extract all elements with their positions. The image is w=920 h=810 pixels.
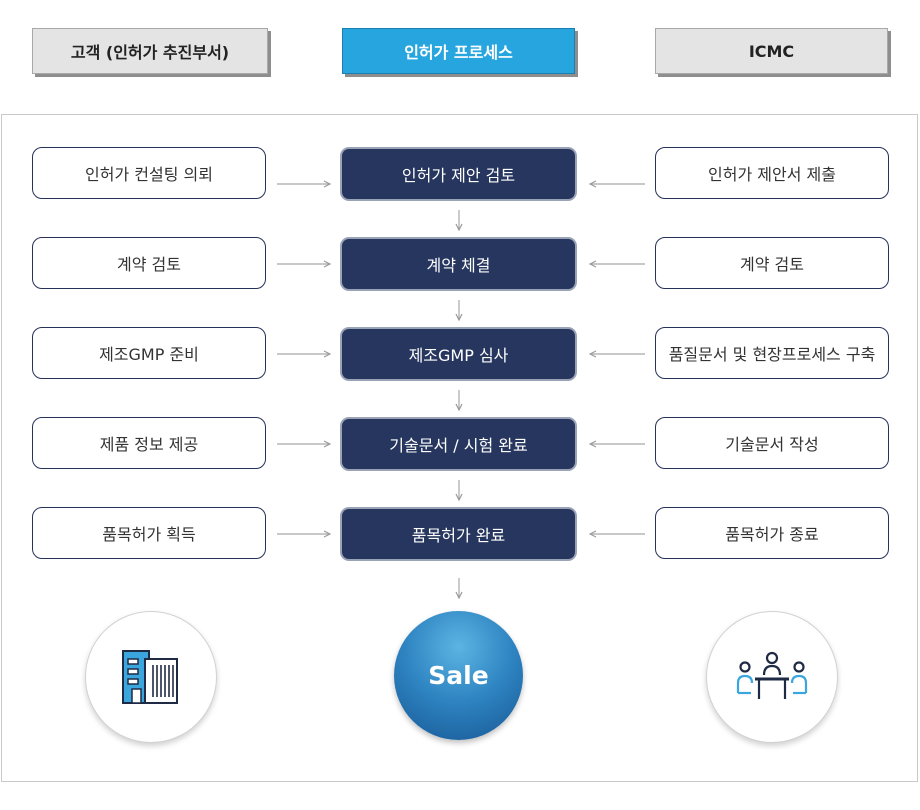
customer-step-4: 제품 정보 제공	[32, 417, 266, 469]
icmc-step-5: 품목허가 종료	[655, 507, 889, 559]
header-process: 인허가 프로세스	[342, 28, 575, 74]
left-arrows	[590, 184, 645, 534]
icmc-circle	[706, 611, 838, 743]
header-icmc: ICMC	[655, 28, 888, 74]
customer-step-2: 계약 검토	[32, 237, 266, 289]
process-step-5: 품목허가 완료	[342, 509, 575, 559]
meeting-table-icon	[736, 651, 808, 699]
process-step-3: 제조GMP 심사	[342, 329, 575, 379]
customer-step-1: 인허가 컨설팅 의뢰	[32, 147, 266, 199]
customer-circle	[85, 611, 217, 743]
icmc-step-2: 계약 검토	[655, 237, 889, 289]
process-step-1: 인허가 제안 검토	[342, 149, 575, 199]
sale-circle: Sale	[394, 611, 523, 740]
process-step-2: 계약 체결	[342, 239, 575, 289]
icmc-step-4: 기술문서 작성	[655, 417, 889, 469]
customer-step-3: 제조GMP 준비	[32, 327, 266, 379]
sale-label: Sale	[428, 661, 489, 690]
icmc-step-3: 품질문서 및 현장프로세스 구축	[655, 327, 889, 379]
right-arrows	[277, 184, 330, 534]
building-icon	[122, 650, 178, 704]
process-step-4: 기술문서 / 시험 완료	[342, 419, 575, 469]
header-customer: 고객 (인허가 추진부서)	[32, 28, 268, 74]
icmc-step-1: 인허가 제안서 제출	[655, 147, 889, 199]
customer-step-5: 품목허가 획득	[32, 507, 266, 559]
